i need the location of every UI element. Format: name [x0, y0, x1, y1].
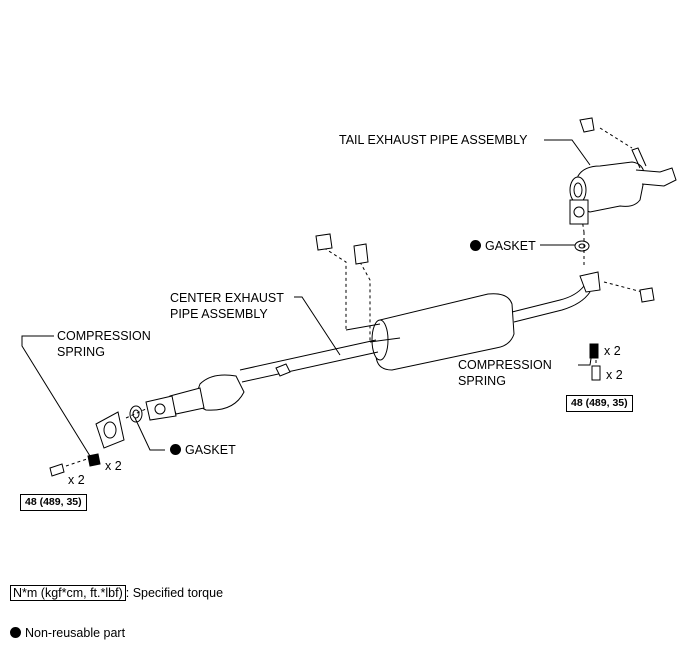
leader-tail-pipe: [544, 139, 591, 166]
gasket-front-label: GASKET: [170, 442, 236, 458]
center-pipe-label-1: CENTER EXHAUST: [170, 291, 284, 305]
tail-pipe-label: TAIL EXHAUST PIPE ASSEMBLY: [339, 133, 528, 147]
legend-nonreusable: Non-reusable part: [10, 625, 125, 641]
gasket-front-drawing: [129, 405, 143, 423]
nonreusable-dot-icon: [10, 627, 21, 638]
bolt-right-drawing: [591, 365, 601, 381]
tail-pipe-drawing: [569, 117, 677, 225]
spring-left-drawing: [87, 453, 101, 467]
nonreusable-dot-icon: [170, 444, 181, 455]
center-pipe-label-2: PIPE ASSEMBLY: [170, 307, 268, 321]
legend-torque: N*m (kgf*cm, ft.*lbf): Specified torque: [10, 585, 223, 601]
spring-right-drawing: [589, 343, 599, 359]
qty-spring-right: x 2: [604, 344, 621, 358]
legend-torque-unit: N*m (kgf*cm, ft.*lbf): [10, 585, 126, 601]
qty-spring-left: x 2: [105, 459, 122, 473]
spring-left-label-1: COMPRESSION: [57, 329, 151, 343]
leader-center-pipe: [294, 296, 341, 356]
center-pipe-drawing: [145, 271, 601, 421]
torque-box-left: 48 (489, 35): [20, 494, 87, 511]
leader-gasket-front: [134, 417, 165, 451]
gasket-rear-drawing: [574, 240, 590, 252]
qty-bolt-right: x 2: [606, 368, 623, 382]
nonreusable-dot-icon: [470, 240, 481, 251]
gasket-rear-label: GASKET: [470, 238, 536, 254]
bolt-left-drawing: [49, 463, 65, 477]
torque-box-right: 48 (489, 35): [566, 395, 633, 412]
spring-left-label-2: SPRING: [57, 345, 105, 359]
leader-spring-left: [21, 335, 91, 457]
legend-torque-desc: : Specified torque: [125, 586, 224, 600]
qty-bolt-left: x 2: [68, 473, 85, 487]
spring-right-label-2: SPRING: [458, 374, 506, 388]
spring-right-label-1: COMPRESSION: [458, 358, 552, 372]
